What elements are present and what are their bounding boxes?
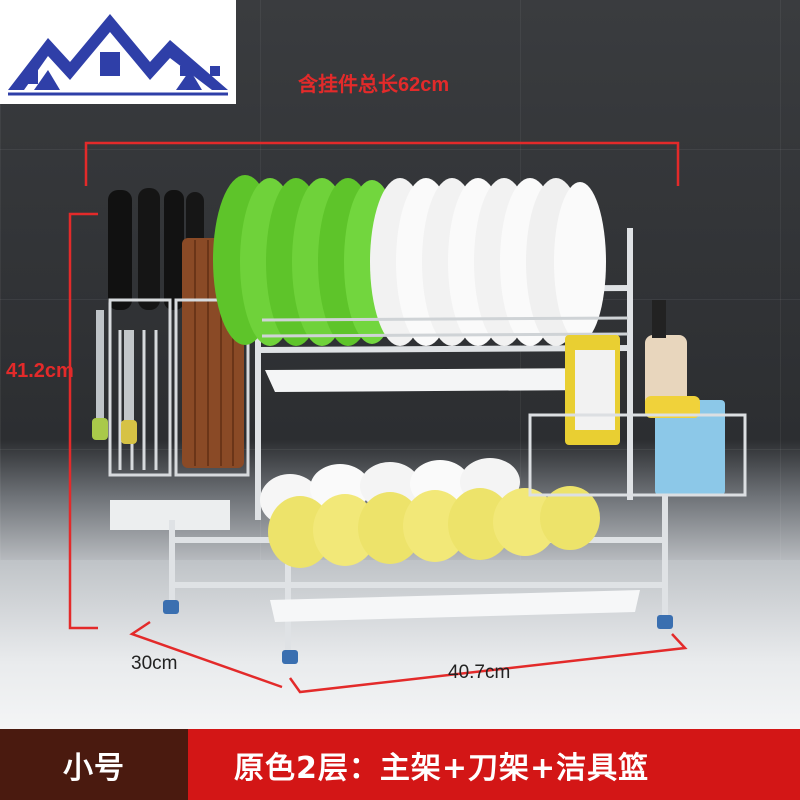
yellow-bowls	[268, 486, 600, 568]
side-basket-frame	[528, 413, 747, 497]
product-description-bar: 原色2层：主架+刀架+洁具篮	[188, 729, 800, 800]
width-label: 40.7cm	[448, 662, 511, 683]
brand-logo	[0, 0, 236, 104]
bottom-banner: 小号 原色2层：主架+刀架+洁具篮	[0, 729, 800, 800]
side-basket	[565, 300, 725, 495]
width-line	[288, 633, 688, 694]
rack-feet	[163, 600, 673, 664]
depth-label: 30cm	[131, 653, 178, 674]
white-plates	[370, 178, 606, 346]
dimension-lines	[68, 141, 688, 694]
height-line	[68, 212, 98, 630]
depth-line	[129, 620, 283, 689]
total-length-label: 含挂件总长62cm	[298, 74, 450, 96]
size-label: 小号	[63, 750, 125, 786]
size-badge: 小号	[0, 729, 188, 800]
height-label: 41.2cm	[6, 360, 74, 382]
total-length-line	[84, 141, 680, 186]
hanging-utensils	[92, 310, 137, 444]
house-logo-icon	[8, 14, 228, 96]
product-description: 原色2层：主架+刀架+洁具篮	[234, 750, 650, 786]
